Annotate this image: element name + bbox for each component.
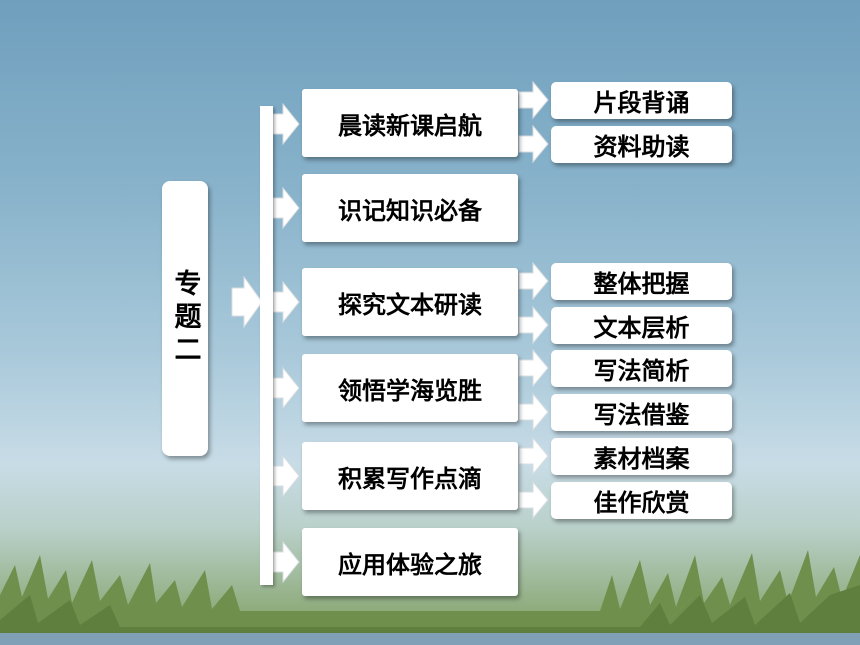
arrow-icon xyxy=(272,454,300,498)
section-label: 识记知识必备 xyxy=(338,196,482,225)
section-writing[interactable]: 积累写作点滴 xyxy=(302,442,518,510)
arrow-icon xyxy=(518,124,549,164)
sub-item-label: 整体把握 xyxy=(593,270,690,298)
sub-item[interactable]: 片段背诵 xyxy=(551,82,732,119)
section-text-study[interactable]: 探究文本研读 xyxy=(302,268,518,336)
section-label: 探究文本研读 xyxy=(338,290,482,319)
sub-item-label: 素材档案 xyxy=(593,445,690,473)
topic-label: 专题二 xyxy=(169,269,201,368)
grass-decoration xyxy=(0,550,860,645)
arrow-icon xyxy=(518,305,549,345)
arrow-icon xyxy=(518,261,549,301)
arrow-icon xyxy=(518,392,549,432)
section-label: 晨读新课启航 xyxy=(338,111,482,140)
sub-item[interactable]: 整体把握 xyxy=(551,263,732,300)
section-knowledge[interactable]: 识记知识必备 xyxy=(302,174,518,242)
sub-item[interactable]: 写法简析 xyxy=(551,350,732,387)
sub-item[interactable]: 佳作欣赏 xyxy=(551,482,732,519)
sub-item-label: 资料助读 xyxy=(593,133,690,161)
sub-item[interactable]: 资料助读 xyxy=(551,126,732,163)
section-label: 积累写作点滴 xyxy=(338,464,482,493)
arrow-icon xyxy=(518,480,549,520)
sub-item[interactable]: 素材档案 xyxy=(551,438,732,475)
topic-arrow-icon xyxy=(231,275,263,329)
arrow-icon xyxy=(272,366,300,410)
sub-item-label: 片段背诵 xyxy=(593,89,690,117)
diagram-spine xyxy=(260,106,273,585)
arrow-icon xyxy=(272,280,300,324)
section-comprehension[interactable]: 领悟学海览胜 xyxy=(302,354,518,422)
section-application[interactable]: 应用体验之旅 xyxy=(302,528,518,596)
arrow-icon xyxy=(518,80,549,120)
sub-item[interactable]: 文本层析 xyxy=(551,307,732,344)
section-morning-reading[interactable]: 晨读新课启航 xyxy=(302,89,518,157)
arrow-icon xyxy=(272,540,300,584)
topic-box: 专题二 xyxy=(162,181,208,456)
bottom-band xyxy=(0,633,860,645)
sub-item-label: 写法简析 xyxy=(593,357,690,385)
arrow-icon xyxy=(272,102,300,146)
arrow-icon xyxy=(518,348,549,388)
section-label: 应用体验之旅 xyxy=(338,550,482,579)
section-label: 领悟学海览胜 xyxy=(338,376,482,405)
arrow-icon xyxy=(518,436,549,476)
arrow-icon xyxy=(272,186,300,230)
sub-item-label: 佳作欣赏 xyxy=(593,489,690,517)
sub-item-label: 文本层析 xyxy=(593,314,690,342)
sub-item-label: 写法借鉴 xyxy=(593,401,690,429)
sub-item[interactable]: 写法借鉴 xyxy=(551,394,732,431)
